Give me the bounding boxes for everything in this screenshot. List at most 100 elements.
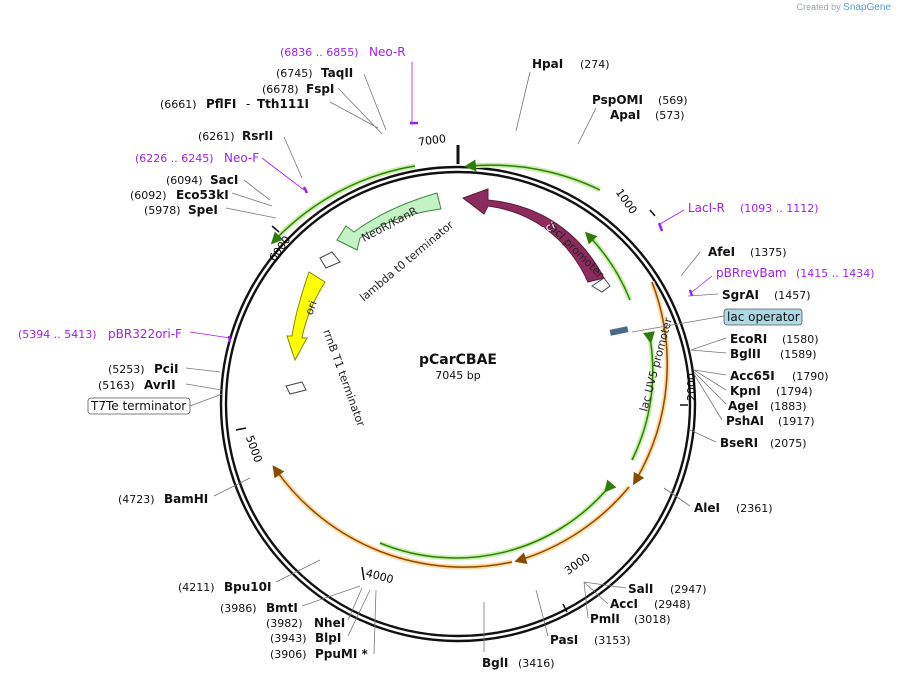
primer-neo-f-name[interactable]: Neo-F (224, 151, 259, 165)
site-taqii-name[interactable]: TaqII (321, 66, 353, 80)
site-rsrii-name[interactable]: RsrII (242, 129, 273, 143)
leader-lines (185, 62, 727, 655)
laci-promoter-marker[interactable] (591, 277, 611, 293)
site-agei-name[interactable]: AgeI (728, 399, 758, 413)
site-nhei-name[interactable]: NheI (314, 616, 345, 630)
site-pspomi-name[interactable]: PspOMI (592, 93, 643, 107)
features: lacI NeoR/KanR ori lacI promoter lambda … (285, 188, 675, 429)
laci-feature-label: lacI (535, 219, 557, 238)
site-ecori-name[interactable]: EcoRI (730, 332, 767, 346)
feature-arcs (270, 159, 670, 570)
site-kpni-pos: (1794) (776, 385, 813, 398)
lac-operator-box[interactable] (723, 308, 803, 326)
site-fspi-pos: (6678) (262, 83, 299, 96)
site-pmli-name[interactable]: PmlI (590, 612, 620, 626)
arc-neor (270, 165, 416, 245)
laci-feature-arrow[interactable] (461, 188, 605, 283)
site-afei-name[interactable]: AfeI (708, 245, 735, 259)
created-by-text: Created by (796, 2, 841, 12)
ruler-label-4000: 4000 (364, 567, 394, 587)
site-bglii-name[interactable]: BglII (730, 347, 761, 361)
primer-laci-r-range: (1093 .. 1112) (740, 202, 819, 215)
site-bpu10i-name[interactable]: Bpu10I (224, 580, 271, 594)
primer-laci-r-name[interactable]: LacI-R (688, 201, 725, 215)
ori-feature-arrow[interactable] (286, 271, 326, 362)
site-pflfi-name[interactable]: PflFI (206, 97, 236, 111)
backbone (219, 145, 697, 643)
arc-orange-bottom (272, 465, 513, 568)
site-spei-name[interactable]: SpeI (188, 203, 218, 217)
site-apai-name[interactable]: ApaI (610, 108, 640, 122)
primer-pbr322ori-f-range: (5394 .. 5413) (18, 328, 97, 341)
lac-operator-marker[interactable] (609, 326, 629, 336)
site-bpu10i-pos: (4211) (178, 581, 215, 594)
ruler-label-1000: 1000 (613, 186, 640, 216)
arc-orange-lower-glow (519, 485, 631, 563)
leader-pspomi-apai (577, 107, 597, 145)
primer-pbrrevbam-range: (1415 .. 1434) (796, 267, 875, 280)
site-blpi-name[interactable]: BlpI (315, 631, 341, 645)
site-labels: HpaI (274) PspOMI (569) ApaI (573) AfeI … (98, 57, 829, 670)
site-bgli-name[interactable]: BglI (482, 656, 508, 670)
site-rsrii-pos: (6261) (198, 130, 235, 143)
site-hpai-name[interactable]: HpaI (532, 57, 563, 71)
arc-orange-lower (514, 486, 630, 564)
leader-neo-f (261, 157, 305, 191)
t7te-terminator-box[interactable] (87, 397, 191, 415)
plasmid-name: pCarCBAE (419, 352, 497, 368)
tick-1000 (649, 209, 656, 217)
site-tth111i-name[interactable]: Tth111I (257, 97, 309, 111)
backbone-outer (219, 165, 697, 643)
primer-markers (227, 121, 694, 343)
neor-kanr-feature-arrow[interactable] (336, 192, 442, 251)
arc-laci-outer (464, 159, 601, 191)
site-acc65i-pos: (1790) (792, 370, 829, 383)
site-fspi-name[interactable]: FspI (306, 82, 334, 96)
site-bmti-name[interactable]: BmtI (266, 601, 298, 615)
primer-mark-laci-r[interactable] (657, 222, 664, 232)
site-pcii-name[interactable]: PciI (154, 362, 179, 376)
site-pasi-pos: (3153) (594, 634, 631, 647)
tick-4000 (361, 566, 365, 581)
site-sgrai-name[interactable]: SgrAI (722, 288, 759, 302)
site-bgli-pos: (3416) (518, 657, 555, 670)
arc-orange-bottom-glow (273, 468, 513, 570)
leader-afei (680, 251, 701, 277)
site-kpni-name[interactable]: KpnI (730, 384, 761, 398)
primer-neo-r-name[interactable]: Neo-R (369, 45, 406, 59)
site-pflfi-pos: (6661) (160, 98, 197, 111)
primer-mark-pbr322ori-f[interactable] (227, 335, 232, 343)
site-sgrai-pos: (1457) (774, 289, 811, 302)
site-eco53ki-pos: (6092) (130, 189, 167, 202)
site-sali-name[interactable]: SalI (628, 582, 653, 596)
rrnb-t1-label: rrnB T1 terminator (320, 328, 367, 429)
rrnb-t1-marker[interactable] (285, 381, 307, 395)
site-pshai-name[interactable]: PshAI (726, 414, 764, 428)
site-alei-name[interactable]: AleI (694, 501, 720, 515)
site-ppumi-name[interactable]: PpuMI * (315, 647, 369, 661)
site-saci-name[interactable]: SacI (210, 173, 238, 187)
leader-alei (663, 487, 691, 507)
site-pasi-name[interactable]: PasI (550, 633, 578, 647)
primer-labels: (6836 .. 6855) Neo-R LacI-R (1093 .. 111… (18, 45, 875, 341)
lambda-t0-marker[interactable] (319, 251, 341, 269)
site-acc65i-name[interactable]: Acc65I (730, 369, 775, 383)
primer-pbr322ori-f-name[interactable]: pBR322ori-F (108, 327, 182, 341)
primer-mark-neo-f[interactable] (302, 186, 309, 194)
site-eco53ki-name[interactable]: Eco53kI (176, 188, 229, 202)
leader-acc65i-group (693, 369, 727, 421)
site-acci-name[interactable]: AccI (610, 597, 638, 611)
site-tth111i-dash: - (246, 97, 250, 111)
center-title: pCarCBAE 7045 bp (419, 352, 497, 382)
site-afei-pos: (1375) (750, 246, 787, 259)
site-saci-pos: (6094) (166, 174, 203, 187)
site-avrii-name[interactable]: AvrII (144, 378, 176, 392)
primer-neo-r-range: (6836 .. 6855) (280, 46, 359, 59)
site-acci-pos: (2948) (654, 598, 691, 611)
primer-pbrrevbam-name[interactable]: pBRrevBam (716, 266, 787, 280)
arc-green-lower-glow (379, 486, 610, 561)
leader-hpai (515, 71, 531, 132)
primer-mark-pbrrevbam[interactable] (688, 289, 694, 297)
site-bseri-name[interactable]: BseRI (720, 436, 758, 450)
site-bamhi-name[interactable]: BamHI (164, 492, 208, 506)
